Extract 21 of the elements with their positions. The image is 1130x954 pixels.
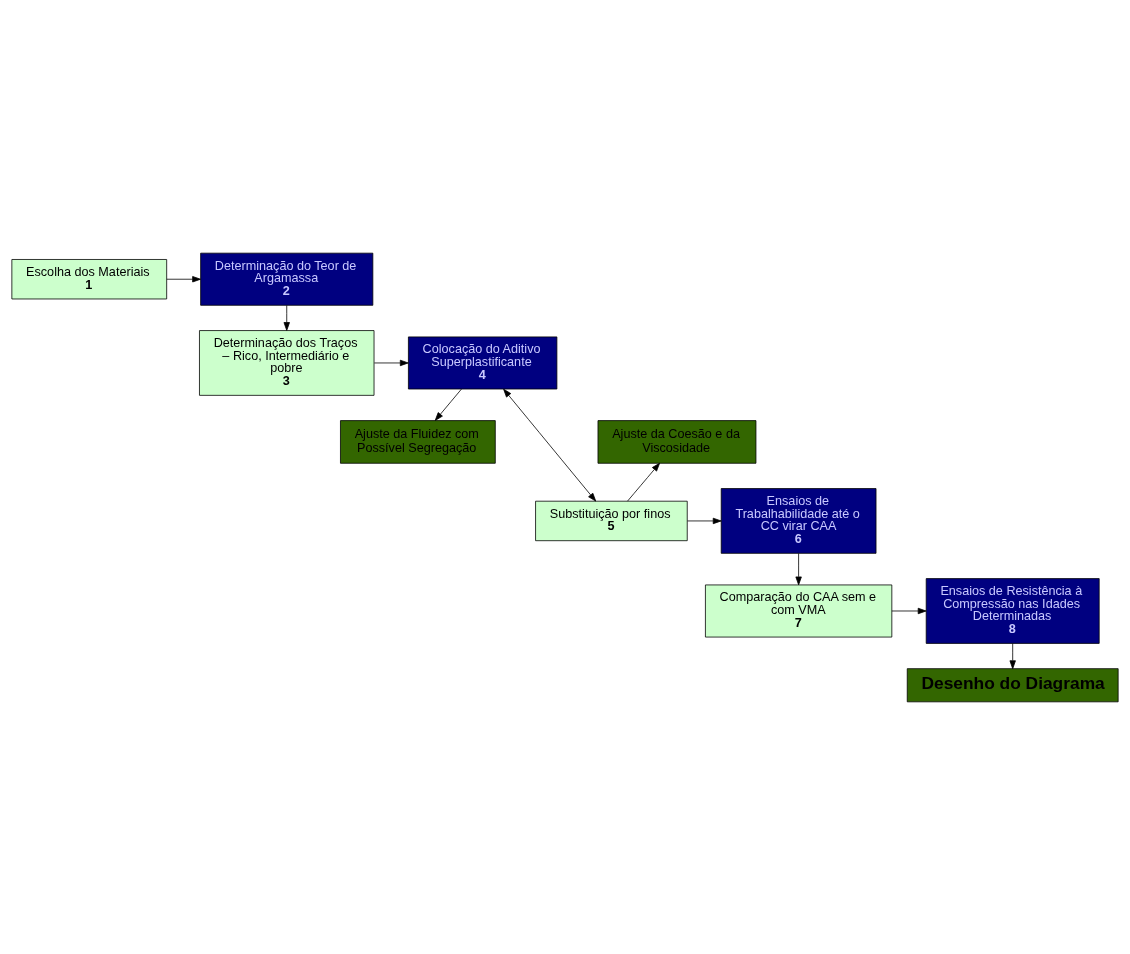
arrow: [1009, 642, 1016, 669]
arrow: [627, 462, 660, 501]
node-box: Ensaios de Resistência à Compressão nas Idades Determinadas 8: [925, 577, 1100, 644]
node-box: Substituição por finos 5: [535, 500, 688, 541]
node-box: Ajuste da Coesão e da Viscosidade: [597, 419, 757, 464]
arrow: [166, 275, 201, 282]
node-box: Desenho do Diagrama: [906, 667, 1119, 702]
node-box: Comparação do CAA sem e com VMA 7: [705, 584, 893, 637]
node-box: Ensaios de Trabalhabilidade até o CC virar CAA 6: [720, 487, 877, 554]
arrow: [283, 304, 290, 331]
node-box: Determinação do Teor de Argamassa 2: [200, 252, 374, 306]
node-box: Ajuste da Fluidez com Possível Segregação: [340, 419, 496, 464]
arrow: [795, 552, 802, 585]
node-box: Determinação dos Traços – Rico, Intermediário e pobre 3: [199, 329, 375, 396]
node-box: Colocação do Aditivo Superplastificante 4: [408, 336, 558, 389]
node-box: Escolha dos Materiais 1: [11, 258, 168, 299]
arrow: [373, 359, 409, 366]
arrow: [891, 607, 927, 614]
arrow: [687, 517, 722, 524]
arrow: [503, 388, 597, 501]
arrow: [434, 388, 462, 421]
